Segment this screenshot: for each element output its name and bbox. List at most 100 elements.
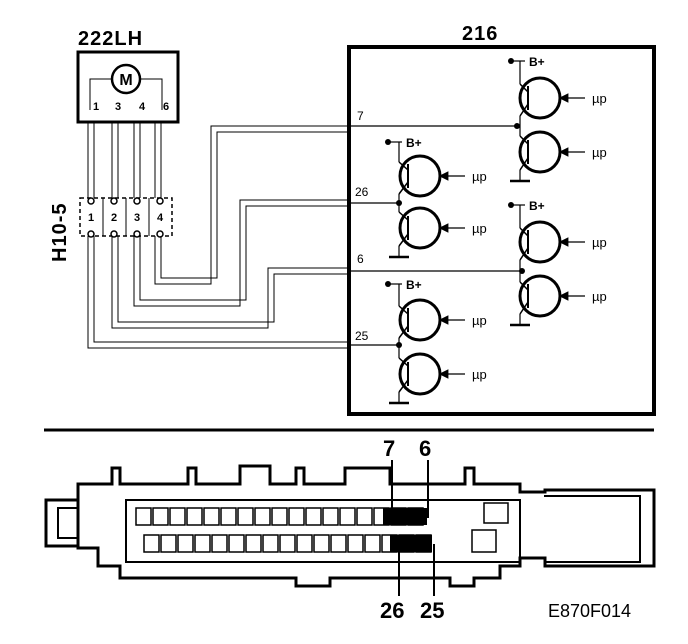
connector-cavity [279, 534, 296, 553]
supply-node [508, 202, 514, 208]
connector-pin-4: 4 [157, 212, 164, 224]
control-label: µp [472, 367, 487, 382]
control-label: µp [472, 313, 487, 328]
connector-latch [44, 498, 80, 548]
module-pin-25: 25 [355, 329, 369, 343]
connector-cavity-frame [125, 499, 521, 563]
connector-cavity [356, 507, 373, 526]
output-node [396, 200, 402, 206]
motor-terminal-1: 1 [93, 101, 99, 113]
half-bridge-pin-7: B+ µp µp [508, 55, 607, 183]
connector-ref-label: H10-5 [49, 203, 71, 262]
motor-terminal-6: 6 [163, 101, 169, 113]
motor-222lh: 222LH M 1 3 4 6 [76, 28, 180, 124]
transistor-lower [398, 206, 442, 250]
connector-cavity [322, 507, 339, 526]
connector-outline [76, 464, 656, 588]
half-bridge-pin-26: B+ µp µp [385, 136, 487, 259]
transistor-lower [518, 274, 562, 318]
supply-node [385, 139, 391, 145]
connector-cavity [160, 534, 177, 553]
connector-cavity [135, 507, 152, 526]
module-ref-label: 216 [462, 23, 498, 45]
connector-cavity [245, 534, 262, 553]
connector-cavity [152, 507, 169, 526]
motor-terminal-3: 3 [115, 101, 121, 113]
output-node [514, 123, 520, 129]
control-label: µp [592, 289, 607, 304]
connector-pin-dots [87, 197, 164, 238]
supply-label: B+ [529, 55, 545, 69]
connector-cavity [177, 534, 194, 553]
motor-box [76, 50, 180, 124]
connector-cavity [254, 507, 271, 526]
supply-node [385, 281, 391, 287]
motor-to-connector-wires [87, 122, 162, 198]
connector-cavity [237, 507, 254, 526]
connector-cavity [169, 507, 186, 526]
supply-node [508, 58, 514, 64]
motor-symbol-label: M [119, 72, 132, 89]
supply-label: B+ [529, 199, 545, 213]
connector-cavity [305, 507, 322, 526]
connector-cavity [203, 507, 220, 526]
connector-cavity [228, 534, 245, 553]
connector-cavity [296, 534, 313, 553]
connector-cavity [143, 534, 160, 553]
connector-cavity [186, 507, 203, 526]
connector-pin-2: 2 [111, 212, 117, 224]
callout-label-25: 25 [420, 598, 444, 623]
motor-terminal-4: 4 [139, 101, 146, 113]
module-216: 216 7 26 6 25 B+ µp [347, 23, 656, 416]
connector-cavity [364, 534, 381, 553]
module-pin-7: 7 [357, 109, 364, 123]
supply-label: B+ [406, 278, 422, 292]
cavity-highlight-top [383, 508, 427, 525]
connector-cavity [313, 534, 330, 553]
connector-cavity [220, 507, 237, 526]
connector-cavity [211, 534, 228, 553]
control-label: µp [592, 91, 607, 106]
connector-cavity [194, 534, 211, 553]
figure-code: E870F014 [548, 601, 631, 621]
harness-connector-face: 7 6 26 25 [44, 436, 656, 623]
module-pin-6: 6 [357, 252, 364, 266]
connector-cavity [262, 534, 279, 553]
transistor-lower [398, 352, 442, 396]
module-box [347, 45, 656, 416]
connector-large-cavity [483, 502, 509, 524]
control-label: µp [592, 235, 607, 250]
transistor-upper [398, 154, 442, 198]
transistor-upper [398, 298, 442, 342]
output-node [396, 342, 402, 348]
connector-large-cavity [471, 529, 497, 553]
transistor-upper [518, 76, 562, 120]
motor-wire-right [140, 78, 163, 110]
connector-cavity [288, 507, 305, 526]
connector-to-module-wires [87, 125, 349, 349]
control-label: µp [472, 169, 487, 184]
transistor-upper [518, 220, 562, 264]
connector-latch-inner [57, 507, 79, 539]
module-internal-wires [349, 125, 522, 346]
motor-ref-label: 222LH [78, 28, 143, 50]
half-bridge-pin-6: B+ µp µp [508, 199, 607, 327]
connector-h10-5: H10-5 1 2 3 4 [49, 197, 173, 262]
connector-pin-3: 3 [134, 212, 140, 224]
supply-label: B+ [406, 136, 422, 150]
connector-tail [544, 495, 641, 563]
connector-cavity [330, 534, 347, 553]
connector-cavity [347, 534, 364, 553]
callout-label-26: 26 [380, 598, 404, 623]
half-bridge-pin-25: B+ µp µp [385, 278, 487, 405]
connector-pin-1: 1 [88, 212, 94, 224]
connector-cavity [271, 507, 288, 526]
connector-cavity [339, 507, 356, 526]
cavity-highlight-bottom [390, 535, 432, 552]
callout-label-6: 6 [419, 436, 431, 461]
control-label: µp [472, 221, 487, 236]
output-node [519, 268, 525, 274]
transistor-lower [518, 130, 562, 174]
